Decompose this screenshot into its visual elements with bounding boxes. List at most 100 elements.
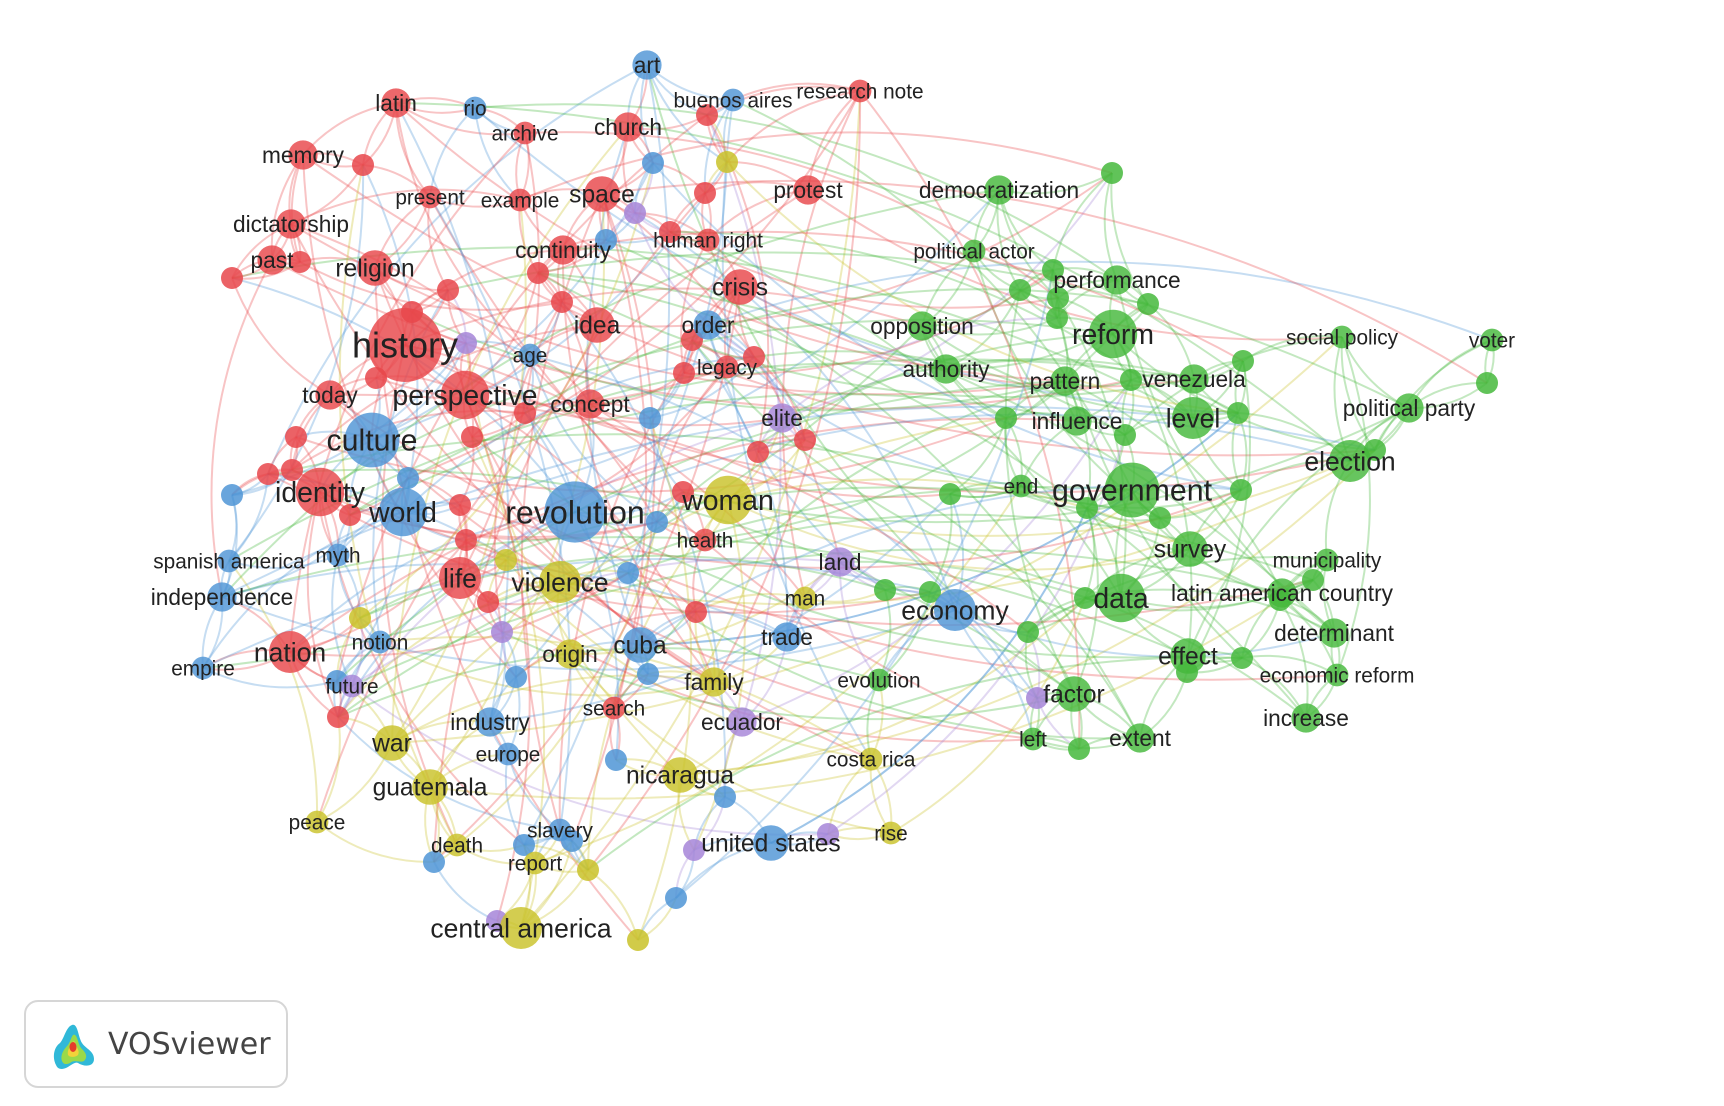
node-dot-65[interactable]: [1120, 369, 1142, 391]
node-determinant[interactable]: [1319, 618, 1349, 648]
node-history[interactable]: [368, 308, 442, 382]
node-dot-14[interactable]: [673, 362, 695, 384]
node-dot-41[interactable]: [659, 221, 681, 243]
node-future[interactable]: [340, 674, 364, 698]
node-dot-66[interactable]: [1227, 402, 1249, 424]
node-dot-18[interactable]: [646, 511, 668, 533]
node-dot-35[interactable]: [595, 229, 617, 251]
node-dot-55[interactable]: [1026, 687, 1048, 709]
node-survey[interactable]: [1172, 531, 1208, 567]
node-dot-5[interactable]: [257, 463, 279, 485]
node-dot-23[interactable]: [505, 666, 527, 688]
node-art[interactable]: [632, 50, 662, 80]
node-opposition[interactable]: [907, 311, 937, 341]
node-performance[interactable]: [1102, 265, 1132, 295]
node-report[interactable]: [523, 851, 547, 875]
node-dot-17[interactable]: [672, 481, 694, 503]
node-dot-7[interactable]: [449, 494, 471, 516]
node-elite[interactable]: [767, 403, 797, 433]
node-dot-36[interactable]: [624, 202, 646, 224]
node-protest[interactable]: [793, 175, 823, 205]
node-legacy[interactable]: [715, 355, 739, 379]
node-peace[interactable]: [305, 810, 329, 834]
node-man[interactable]: [793, 586, 817, 610]
node-dot-19[interactable]: [685, 601, 707, 623]
node-present[interactable]: [418, 185, 442, 209]
node-crisis[interactable]: [722, 269, 758, 305]
node-research-note[interactable]: [848, 79, 872, 103]
node-world[interactable]: [378, 487, 428, 537]
node-dot-64[interactable]: [1114, 424, 1136, 446]
node-dot-74[interactable]: [1047, 287, 1069, 309]
node-trade[interactable]: [772, 622, 802, 652]
node-factor[interactable]: [1056, 676, 1092, 712]
node-dot-31[interactable]: [352, 154, 374, 176]
node-health[interactable]: [693, 528, 717, 552]
node-dot-3[interactable]: [285, 426, 307, 448]
node-dot-9[interactable]: [477, 591, 499, 613]
node-dot-63[interactable]: [1149, 507, 1171, 529]
node-notion[interactable]: [368, 630, 392, 654]
node-buenos-aires[interactable]: [721, 88, 745, 112]
node-dot-6[interactable]: [339, 504, 361, 526]
node-dot-72[interactable]: [1042, 259, 1064, 281]
node-dot-4[interactable]: [281, 459, 303, 481]
node-dot-54[interactable]: [665, 887, 687, 909]
node-search[interactable]: [602, 696, 626, 720]
node-empire[interactable]: [191, 656, 215, 680]
node-dot-80[interactable]: [1302, 569, 1324, 591]
node-archive[interactable]: [513, 121, 537, 145]
node-war[interactable]: [374, 725, 410, 761]
node-dictatorship[interactable]: [276, 209, 306, 239]
node-left[interactable]: [1021, 727, 1045, 751]
node-dot-29[interactable]: [221, 267, 243, 289]
node-dot-21[interactable]: [637, 663, 659, 685]
node-dot-37[interactable]: [694, 182, 716, 204]
node-dot-39[interactable]: [716, 151, 738, 173]
node-data[interactable]: [1096, 573, 1146, 623]
node-political-party[interactable]: [1394, 393, 1424, 423]
node-family[interactable]: [699, 667, 729, 697]
node-revolution[interactable]: [544, 481, 606, 543]
node-dot-73[interactable]: [1009, 279, 1031, 301]
node-extent[interactable]: [1125, 723, 1155, 753]
node-effect[interactable]: [1170, 638, 1206, 674]
node-idea[interactable]: [579, 307, 615, 343]
node-dot-58[interactable]: [874, 579, 896, 601]
node-land[interactable]: [825, 547, 855, 577]
node-influence[interactable]: [1062, 406, 1092, 436]
node-violence[interactable]: [539, 561, 581, 603]
node-dot-16[interactable]: [794, 429, 816, 451]
node-myth[interactable]: [326, 543, 350, 567]
node-central-america[interactable]: [500, 907, 542, 949]
node-costa-rica[interactable]: [859, 747, 883, 771]
node-election[interactable]: [1329, 440, 1371, 482]
node-continuity[interactable]: [548, 235, 578, 265]
node-dot-13[interactable]: [639, 407, 661, 429]
node-dot-71[interactable]: [1101, 162, 1123, 184]
node-latin[interactable]: [381, 88, 411, 118]
node-concept[interactable]: [575, 389, 605, 419]
node-level[interactable]: [1172, 397, 1214, 439]
node-independence[interactable]: [207, 582, 237, 612]
node-dot-75[interactable]: [1046, 307, 1068, 329]
node-venezuela[interactable]: [1179, 364, 1209, 394]
node-rio[interactable]: [463, 96, 487, 120]
node-woman[interactable]: [703, 475, 753, 525]
node-dot-51[interactable]: [423, 851, 445, 873]
node-municipality[interactable]: [1315, 548, 1339, 572]
node-increase[interactable]: [1291, 703, 1321, 733]
node-dot-43[interactable]: [747, 441, 769, 463]
node-dot-77[interactable]: [1232, 350, 1254, 372]
node-united-states[interactable]: [753, 825, 789, 861]
node-dot-42[interactable]: [743, 346, 765, 368]
node-ecuador[interactable]: [727, 707, 757, 737]
node-dot-67[interactable]: [1230, 479, 1252, 501]
node-dot-59[interactable]: [919, 581, 941, 603]
node-dot-2[interactable]: [455, 332, 477, 354]
node-dot-60[interactable]: [939, 483, 961, 505]
node-rise[interactable]: [879, 821, 903, 845]
node-dot-56[interactable]: [1068, 738, 1090, 760]
node-social-policy[interactable]: [1330, 325, 1354, 349]
